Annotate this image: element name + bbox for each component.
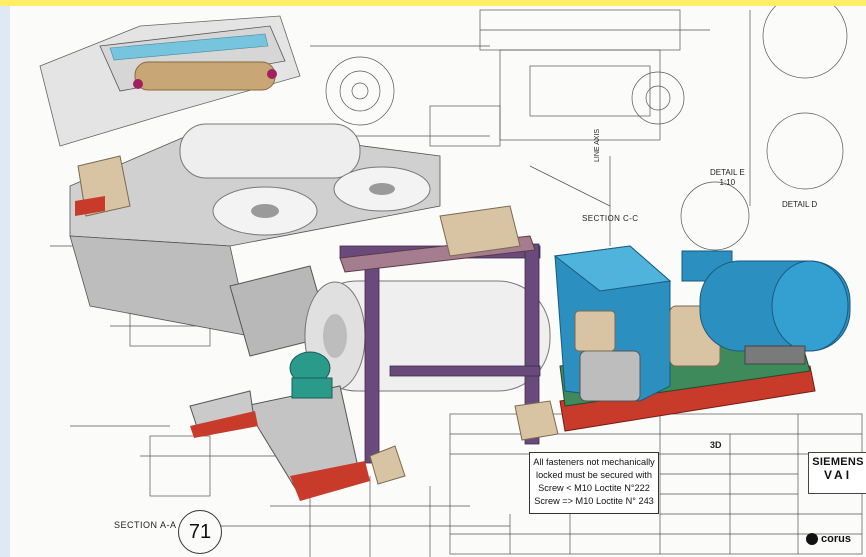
detail-e-label: DETAIL E 1:10 (710, 168, 745, 188)
detail-e-title: DETAIL E (710, 168, 745, 177)
engineering-drawing-sheet: SECTION A-A SECTION C-C DETAIL E 1:10 DE… (10, 6, 866, 557)
top-accent-band (0, 0, 866, 6)
note-line-3: Screw < M10 Loctite N°222 (538, 483, 650, 493)
upper-roller-assembly (39, 15, 441, 337)
view-3d-label: 3D (710, 440, 722, 450)
main-drum-assembly (189, 205, 559, 501)
drive-unit (553, 245, 851, 432)
section-aa-label: SECTION A-A (114, 520, 177, 530)
siemens-vai-logo: SIEMENS VAI (808, 452, 866, 494)
page-number: 71 (178, 510, 222, 554)
left-margin-band (0, 6, 10, 557)
detail-d-label: DETAIL D (782, 200, 818, 209)
fastener-note: All fasteners not mechanically locked mu… (529, 452, 659, 514)
note-line-1: All fasteners not mechanically (533, 457, 655, 467)
detail-e-scale: 1:10 (719, 178, 736, 187)
section-cc-label: SECTION C-C (582, 214, 639, 223)
note-line-4: Screw => M10 Loctite N° 243 (534, 496, 654, 506)
note-line-2: locked must be secured with (536, 470, 652, 480)
vai-wordmark: VAI (823, 468, 853, 482)
corus-mark-icon (806, 533, 818, 545)
drawing-canvas (39, 6, 863, 557)
corus-logo: corus (806, 530, 866, 548)
line-axis-label: LINE AXIS (594, 128, 601, 162)
siemens-wordmark: SIEMENS (812, 456, 864, 468)
corus-wordmark: corus (821, 533, 851, 545)
